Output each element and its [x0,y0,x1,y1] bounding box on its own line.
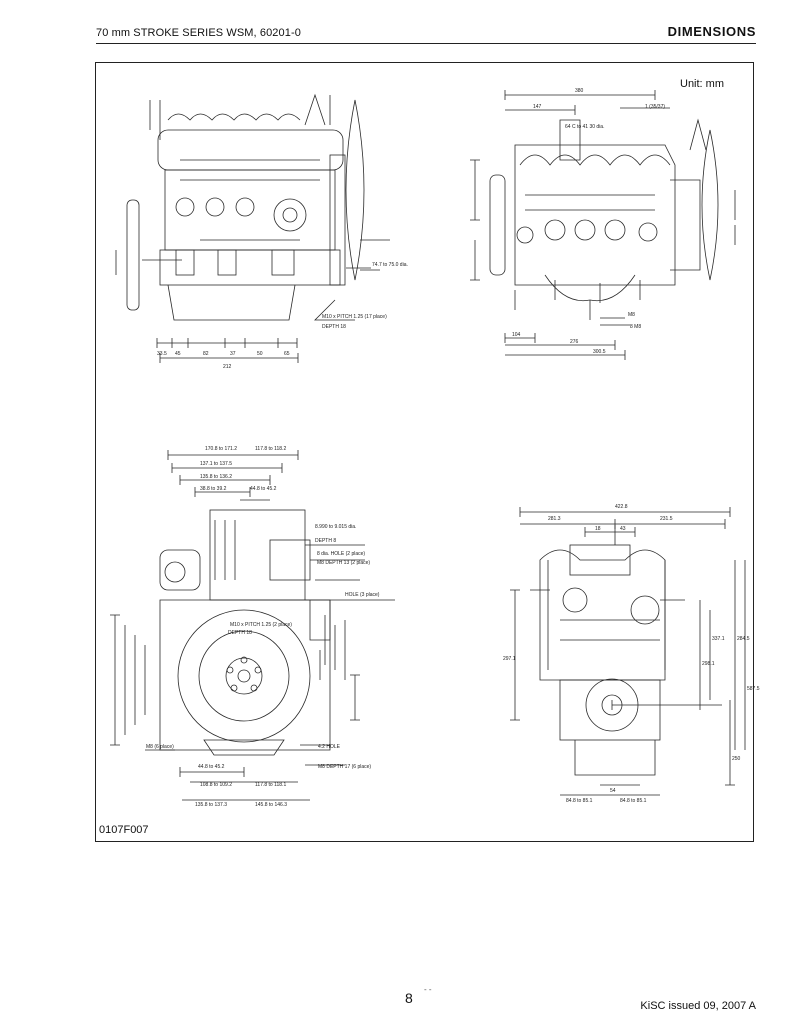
dim-label: 117.8 to 118.1 [255,782,286,788]
dim-label: 44.8 to 45.2 [250,486,277,492]
dim-label: DEPTH 8 [315,538,336,544]
engine-side-view [489,118,719,320]
dim-label: 284.5 [737,636,750,642]
dim-label: 108.8 to 109.2 [200,782,232,788]
engine-front-view [115,93,390,321]
header-rule [96,43,756,44]
dim-label: 38.8 to 39.2 [200,486,227,492]
dim-label: 212 [223,364,232,370]
dim-label: 276 [570,339,579,345]
dim-label: 54 [610,788,616,794]
dim-label: 65 [284,351,290,357]
dim-label: 380 [575,88,584,94]
dim-label: 74.7 to 75.0 dia. [372,262,408,268]
dim-label: 250 [732,756,741,762]
dim-label: 18 [595,526,601,532]
dim-label: 84.8 to 85.1 [620,798,647,804]
dim-label: 84.8 to 85.1 [566,798,593,804]
dim-label: 1 (35/37) [645,104,665,110]
dim-label: 4.2 HOLE [318,744,341,750]
dim-label: 337.1 [712,636,725,642]
dim-label: M8 [628,312,635,318]
section-title: DIMENSIONS [667,24,756,39]
dimension-labels: 33.5 45 82 37 50 65 212 M10 x PITCH 1.25… [146,88,760,808]
dim-label: 300.5 [593,349,606,355]
front-view-dimensions [156,267,371,363]
engine-flywheel-view [159,509,331,756]
dim-label: M8 (6 place) [146,744,174,750]
dim-label: HOLE (3 place) [345,592,380,598]
dim-label: 8 dia. HOLE (2 place) [317,551,365,557]
dim-label: 64 C to 41 30 dia. [565,124,604,130]
dim-label: 50 [257,351,263,357]
dim-label: 44.8 to 45.2 [198,764,225,770]
dim-label: 147 [533,104,542,110]
flywheel-view-dimensions [110,450,395,801]
side-view-dimensions [470,90,736,360]
dim-label: 170.8 to 171.2 [205,446,237,452]
issue-info: KiSC issued 09, 2007 A [640,1000,756,1012]
dim-label: 298.1 [702,661,715,667]
dim-label: 422.8 [615,504,628,510]
dim-label: 43 [620,526,626,532]
dim-label: 137.1 to 137.5 [200,461,232,467]
dim-label: 33.5 [157,351,167,357]
dim-label: 117.8 to 118.2 [255,446,286,452]
dim-label: M10 x PITCH 1.25 (17 place) [322,314,387,320]
dim-label: 281.3 [548,516,561,522]
header-series-title: 70 mm STROKE SERIES WSM, 60201-0 [96,27,301,39]
page-number: 8 [405,990,413,1006]
figure-code: 0107F007 [99,824,149,836]
engine-rear-view [530,525,685,776]
dim-label: 82 [203,351,209,357]
dim-label: 8 M8 [630,324,641,330]
dim-label: M8 DEPTH 17 (6 place) [318,764,371,770]
dim-label: 145.8 to 146.3 [255,802,287,808]
figure-frame [95,62,754,842]
dim-label: M8 DEPTH 13 (2 place) [317,560,370,566]
dim-label: DEPTH 18 [322,324,346,330]
page-mark: - - [424,985,432,994]
dim-label: 8.990 to 9.015 dia. [315,524,356,530]
dim-label: M10 x PITCH 1.25 (2 place) [230,622,292,628]
dim-label: 135.8 to 136.2 [200,474,232,480]
dim-label: 587.5 [747,686,760,692]
dim-label: 231.5 [660,516,673,522]
dim-label: 297.1 [503,656,516,662]
dim-label: 104 [512,332,521,338]
dim-label: 135.8 to 137.3 [195,802,227,808]
dim-label: DEPTH 18 [228,630,252,636]
rear-view-dimensions [510,507,746,796]
unit-label: Unit: mm [680,78,724,90]
dim-label: 37 [230,351,236,357]
dim-label: 45 [175,351,181,357]
